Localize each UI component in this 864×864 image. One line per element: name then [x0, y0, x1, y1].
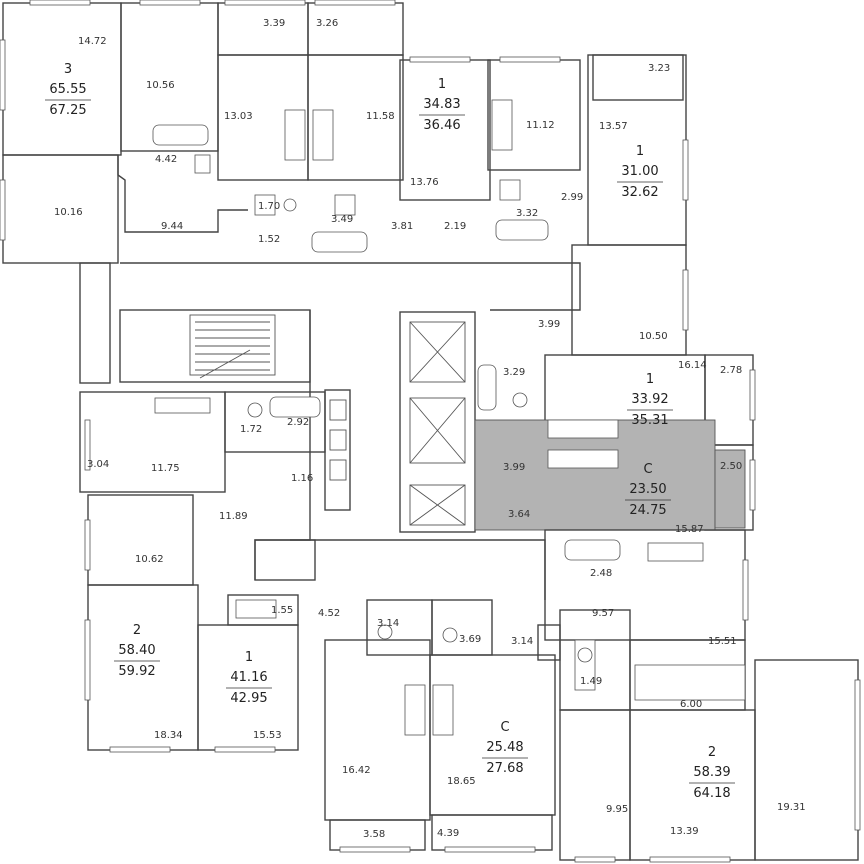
apartment-label: 2 58.39 64.18 [689, 745, 735, 801]
room-area: 13.76 [410, 177, 439, 188]
room-area: 15.51 [708, 636, 737, 647]
room-area: 9.44 [161, 221, 183, 232]
apartment-label: C 25.48 27.68 [482, 720, 528, 776]
apartment-total-area: 27.68 [486, 761, 523, 776]
room-area: 4.42 [155, 154, 177, 165]
room-area: 2.78 [720, 365, 742, 376]
apartment-rooms: 1 [636, 144, 644, 159]
room-area: 1.16 [291, 473, 313, 484]
room-area: 3.14 [377, 618, 399, 629]
apartment-living-area: 33.92 [631, 392, 668, 407]
apartment-living-area: 58.39 [693, 765, 730, 780]
room-area: 2.48 [590, 568, 612, 579]
apartment-living-area: 58.40 [118, 643, 155, 658]
apartment-living-area: 25.48 [486, 740, 523, 755]
room-area: 3.49 [331, 214, 353, 225]
apartment-total-area: 24.75 [629, 503, 666, 518]
apartment-rooms: C [643, 462, 652, 477]
room-area: 1.55 [271, 605, 293, 616]
room-area: 3.58 [363, 829, 385, 840]
room-area: 11.12 [526, 120, 555, 131]
room-area: 3.99 [503, 462, 525, 473]
room-area: 15.87 [675, 524, 704, 535]
room-area: 11.58 [366, 111, 395, 122]
apartment-label: 1 41.16 42.95 [226, 650, 272, 706]
room-area-labels: 14.72 10.56 13.03 3.39 3.26 11.58 11.12 … [54, 18, 806, 840]
apartment-label: 1 31.00 32.62 [617, 144, 663, 200]
room-area: 3.14 [511, 636, 533, 647]
apartment-rooms: 1 [245, 650, 253, 665]
room-area: 2.92 [287, 417, 309, 428]
room-area: 2.19 [444, 221, 466, 232]
apartment-rooms: 2 [708, 745, 716, 760]
room-area: 3.81 [391, 221, 413, 232]
apartment-total-area: 67.25 [49, 103, 86, 118]
apartment-living-area: 65.55 [49, 82, 86, 97]
room-area: 1.70 [258, 201, 280, 212]
room-area: 6.00 [680, 699, 702, 710]
apartment-total-area: 42.95 [230, 691, 267, 706]
room-area: 3.32 [516, 208, 538, 219]
staircase [189, 314, 276, 379]
apartment-total-area: 59.92 [118, 664, 155, 679]
apartment-rooms: 1 [438, 77, 446, 92]
apartment-label: 1 34.83 36.46 [419, 77, 465, 133]
apartment-total-area: 35.31 [631, 413, 668, 428]
room-area: 3.29 [503, 367, 525, 378]
apartment-rooms: 1 [646, 372, 654, 387]
apartment-living-area: 31.00 [621, 164, 658, 179]
room-area: 19.31 [777, 802, 806, 813]
room-area: 13.39 [670, 826, 699, 837]
room-area: 10.16 [54, 207, 83, 218]
room-area: 13.57 [599, 121, 628, 132]
apartment-living-area: 34.83 [423, 97, 460, 112]
room-area: 3.99 [538, 319, 560, 330]
apartment-total-area: 32.62 [621, 185, 658, 200]
room-area: 3.64 [508, 509, 530, 520]
room-area: 16.42 [342, 765, 371, 776]
apartment-rooms: 2 [133, 623, 141, 638]
room-area: 13.03 [224, 111, 253, 122]
room-area: 18.65 [447, 776, 476, 787]
apartment-label: C 23.50 24.75 [625, 462, 671, 518]
apartment-labels: 3 65.55 67.25 1 34.83 36.46 1 31.00 32.6… [45, 62, 735, 801]
room-area: 10.50 [639, 331, 668, 342]
room-area: 4.39 [437, 828, 459, 839]
room-area: 3.26 [316, 18, 338, 29]
room-area: 14.72 [78, 36, 107, 47]
room-area: 10.62 [135, 554, 164, 565]
room-area: 1.52 [258, 234, 280, 245]
apartment-living-area: 23.50 [629, 482, 666, 497]
apartment-total-area: 64.18 [693, 786, 730, 801]
apartment-label: 1 33.92 35.31 [627, 372, 673, 428]
room-area: 3.23 [648, 63, 670, 74]
room-area: 10.56 [146, 80, 175, 91]
room-area: 2.99 [561, 192, 583, 203]
apartment-living-area: 41.16 [230, 670, 267, 685]
room-area: 3.39 [263, 18, 285, 29]
apartment-label: 2 58.40 59.92 [114, 623, 160, 679]
apartment-total-area: 36.46 [423, 118, 460, 133]
room-area: 4.52 [318, 608, 340, 619]
room-area: 11.89 [219, 511, 248, 522]
room-area: 11.75 [151, 463, 180, 474]
room-area: 18.34 [154, 730, 183, 741]
room-area: 3.69 [459, 634, 481, 645]
apartment-rooms: C [500, 720, 509, 735]
room-area: 9.95 [606, 804, 628, 815]
apartment-rooms: 3 [64, 62, 72, 77]
room-area: 3.04 [87, 459, 109, 470]
room-area: 9.57 [592, 608, 614, 619]
bath-fixtures [152, 99, 746, 736]
room-area: 15.53 [253, 730, 282, 741]
room-area: 1.49 [580, 676, 602, 687]
apartment-label: 3 65.55 67.25 [45, 62, 91, 118]
room-area: 1.72 [240, 424, 262, 435]
room-area: 2.50 [720, 461, 742, 472]
room-area: 16.14 [678, 360, 707, 371]
